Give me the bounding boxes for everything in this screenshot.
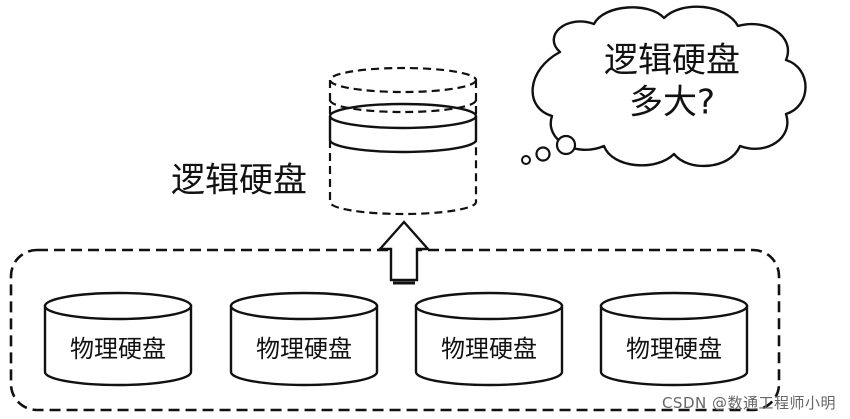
physical-disk-1-top <box>43 291 193 321</box>
thought-bubble: 逻辑硬盘 多大? <box>521 5 807 168</box>
physical-disk-3-body <box>414 304 564 387</box>
physical-disk-3-label: 物理硬盘 <box>441 335 537 363</box>
physical-disk-4-body <box>599 304 749 387</box>
logical-disk-band-bottom <box>328 139 478 154</box>
up-arrow-outline <box>377 220 431 282</box>
watermark-text: CSDN @数通工程师小明 <box>661 394 836 412</box>
physical-disk-3-top <box>414 291 564 321</box>
physical-disk-4: 物理硬盘 <box>599 291 749 387</box>
physical-disk-1-label: 物理硬盘 <box>70 335 166 363</box>
thought-bubble-dot-large <box>555 134 577 156</box>
physical-disk-4-label: 物理硬盘 <box>626 335 722 363</box>
physical-disk-1-body <box>43 304 193 387</box>
physical-disk-2-top <box>229 291 379 321</box>
thought-bubble-dot-medium <box>535 146 551 162</box>
physical-disk-2-label: 物理硬盘 <box>256 335 352 363</box>
physical-disk-3: 物理硬盘 <box>414 291 564 387</box>
logical-disk-top <box>328 66 478 94</box>
logical-disk-body-dashed <box>328 140 478 216</box>
up-arrow-icon <box>377 220 431 285</box>
physical-disk-2-body <box>229 304 379 387</box>
physical-disk-4-top <box>599 291 749 321</box>
logical-disk <box>328 66 478 216</box>
physical-disk-1: 物理硬盘 <box>43 291 193 387</box>
thought-bubble-dot-small <box>521 155 531 165</box>
logical-disk-label: 逻辑硬盘 <box>171 161 307 201</box>
logical-disk-band-top <box>328 102 478 130</box>
thought-bubble-line-2: 多大? <box>629 83 715 123</box>
logical-disk-mid-ring <box>328 99 478 114</box>
thought-bubble-line-1: 逻辑硬盘 <box>604 41 740 81</box>
physical-disk-2: 物理硬盘 <box>229 291 379 387</box>
